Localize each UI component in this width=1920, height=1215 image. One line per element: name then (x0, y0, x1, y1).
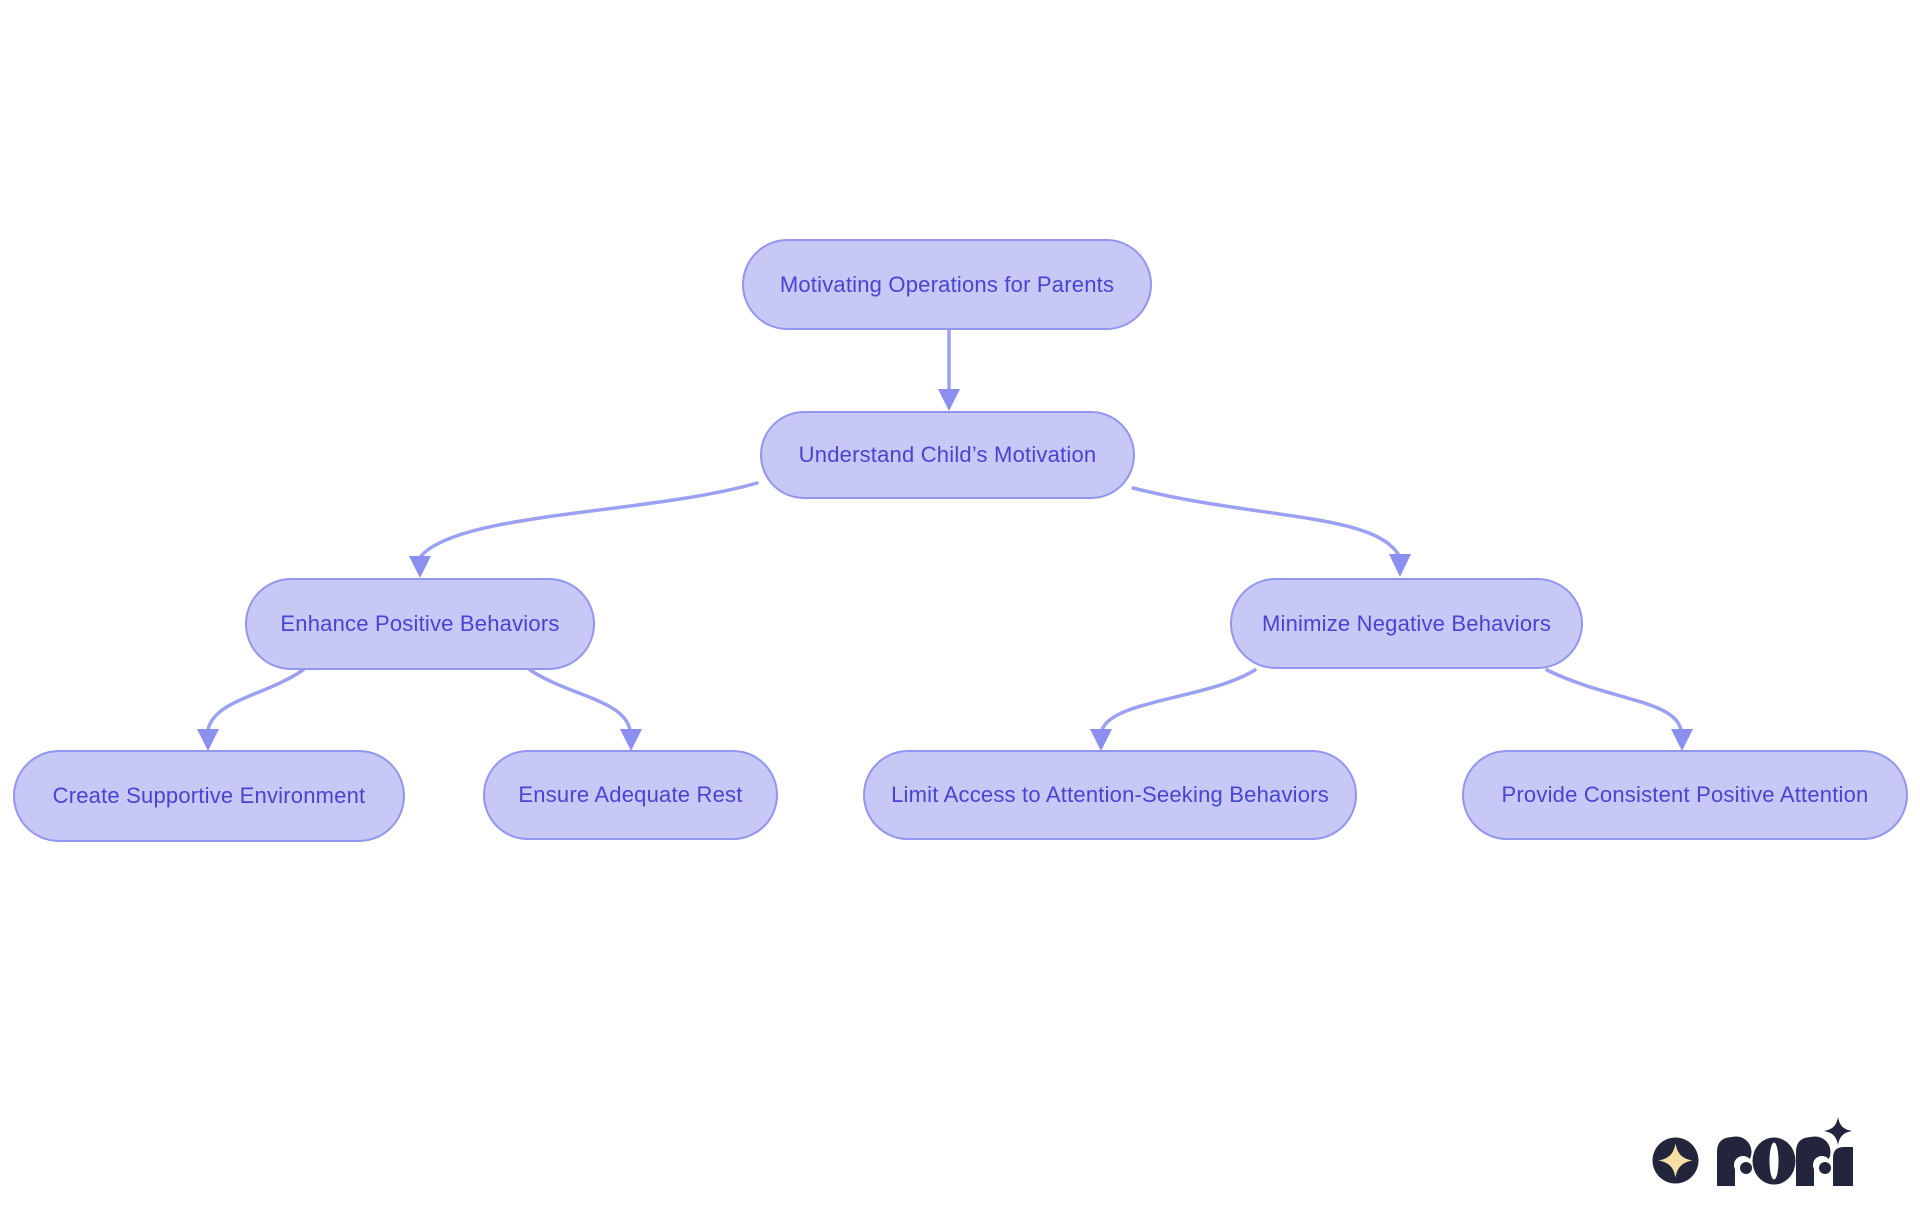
sparkle-star-icon (1652, 1137, 1699, 1184)
node-create-supportive-environment: Create Supportive Environment (13, 750, 405, 842)
node-label: Minimize Negative Behaviors (1261, 610, 1552, 636)
node-label: Limit Access to Attention-Seeking Behavi… (891, 782, 1329, 807)
arrowhead-understand (938, 389, 960, 411)
edge-enhance-to-create (206, 668, 305, 732)
arrowhead-provide (1671, 729, 1693, 751)
arrowhead-rest (620, 729, 642, 751)
node-label: Enhance Positive Behaviors (280, 611, 560, 636)
node-motivating-operations: Motivating Operations for Parents (742, 239, 1152, 330)
rori-logo (1652, 1117, 1853, 1186)
edge-minimize-to-limit (1100, 668, 1257, 732)
edge-minimize-to-provide (1545, 668, 1683, 732)
node-understand-motivation: Understand Child’s Motivation (760, 411, 1135, 499)
arrowhead-enhance (409, 556, 431, 578)
edge-enhance-to-rest (528, 668, 632, 732)
node-limit-access-attention-seeking: Limit Access to Attention-Seeking Behavi… (863, 750, 1357, 840)
arrowhead-minimize (1389, 554, 1411, 577)
edge-understand-to-minimize (1131, 486, 1400, 556)
node-minimize-negative: Minimize Negative Behaviors (1230, 578, 1583, 669)
node-provide-consistent-attention: Provide Consistent Positive Attention (1462, 750, 1908, 840)
node-label: Motivating Operations for Parents (779, 271, 1115, 297)
arrowhead-limit (1090, 729, 1112, 751)
rori-wordmark (1717, 1117, 1853, 1186)
node-label: Provide Consistent Positive Attention (1501, 782, 1869, 807)
arrowhead-create (197, 729, 219, 751)
node-label: Understand Child’s Motivation (798, 442, 1097, 467)
edge-understand-to-enhance (419, 481, 759, 558)
node-label: Ensure Adequate Rest (518, 782, 743, 807)
node-ensure-adequate-rest: Ensure Adequate Rest (483, 750, 778, 840)
node-label: Create Supportive Environment (52, 783, 366, 808)
node-enhance-positive: Enhance Positive Behaviors (245, 578, 595, 670)
